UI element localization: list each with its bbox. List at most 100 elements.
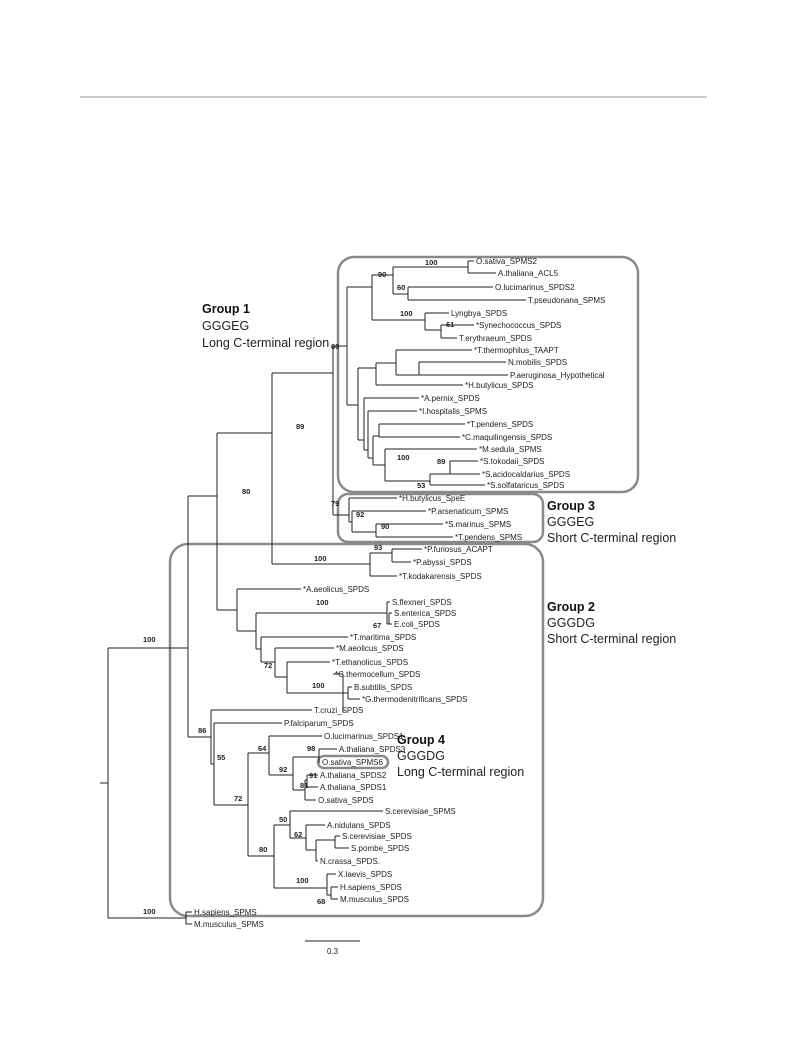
bootstrap-value: 90 xyxy=(378,270,386,279)
bootstrap-value: 100 xyxy=(314,554,327,563)
bootstrap-value: 55 xyxy=(217,753,225,762)
bootstrap-value: 98 xyxy=(307,744,315,753)
group-region: Long C-terminal region xyxy=(397,765,524,779)
leaf-label: S.pombe_SPDS xyxy=(351,844,409,853)
bootstrap-value: 100 xyxy=(425,258,438,267)
bootstrap-value: 66 xyxy=(331,342,339,351)
leaf-label: *C.thermocellum_SPDS xyxy=(335,670,420,679)
group-1-label: Group 1 GGGEG Long C-terminal region xyxy=(202,302,329,350)
group-region: Short C-terminal region xyxy=(547,531,676,545)
leaf-label: *T.pendens_SPMS xyxy=(455,533,522,542)
bootstrap-value: 80 xyxy=(259,845,267,854)
leaf-label: P.aeruginosa_Hypothetical xyxy=(510,371,605,380)
bootstrap-value: 72 xyxy=(264,661,272,670)
bootstrap-value: 92 xyxy=(279,765,287,774)
leaf-label: H.sapiens_SPDS xyxy=(340,883,402,892)
group-title: Group 4 xyxy=(397,733,445,747)
group-1-box xyxy=(336,255,640,494)
leaf-label: *T.maritima_SPDS xyxy=(350,633,416,642)
group-region: Short C-terminal region xyxy=(547,632,676,646)
scale-bar-label: 0.3 xyxy=(327,947,339,956)
group-3-box xyxy=(336,492,545,544)
bootstrap-value: 64 xyxy=(258,744,267,753)
leaf-label: O.sativa_SPDS xyxy=(318,796,374,805)
leaf-label: B.subtilis_SPDS xyxy=(354,683,412,692)
leaf-label: O.sativa_SPMS6 xyxy=(322,758,383,767)
group-motif: GGGDG xyxy=(397,749,445,763)
bootstrap-value: 100 xyxy=(143,907,156,916)
bootstrap-value: 91 xyxy=(309,771,317,780)
group-4-label: Group 4 GGGDG Long C-terminal region xyxy=(397,733,524,779)
leaf-label: *P.arsenaticum_SPMS xyxy=(428,507,508,516)
leaf-label: *M.sedula_SPMS xyxy=(479,445,542,454)
bootstrap-value: 100 xyxy=(296,876,309,885)
leaf-label: H.sapiens_SPMS xyxy=(194,908,257,917)
leaf-label: N.crassa_SPDS. xyxy=(320,857,380,866)
bootstrap-value: 92 xyxy=(356,510,364,519)
leaf-label: S.cerevisiae_SPDS xyxy=(342,832,412,841)
leaf-label: P.falciparum_SPDS xyxy=(284,719,354,728)
bootstrap-value: 89 xyxy=(437,457,445,466)
bootstrap-value: 60 xyxy=(397,283,405,292)
leaf-labels: O.sativa_SPMS2 A.thaliana_ACL5 O.lucimar… xyxy=(194,257,605,929)
group-title: Group 3 xyxy=(547,499,595,513)
leaf-label: A.nidulans_SPDS xyxy=(327,821,391,830)
leaf-label: *M.aeolicus_SPDS xyxy=(336,644,404,653)
bootstrap-value: 89 xyxy=(296,422,304,431)
leaf-label: *G.thermodenitrificans_SPDS xyxy=(362,695,467,704)
bootstrap-value: 100 xyxy=(143,635,156,644)
group-region: Long C-terminal region xyxy=(202,336,329,350)
leaf-label: T.erythraeum_SPDS xyxy=(459,334,532,343)
group-motif: GGGEG xyxy=(202,319,249,333)
bootstrap-value: 81 xyxy=(300,781,308,790)
leaf-label: X.laevis_SPDS xyxy=(338,870,392,879)
leaf-label: S.enterica_SPDS xyxy=(394,609,456,618)
o-sativa-spms6-highlight xyxy=(316,754,390,770)
bootstrap-value: 100 xyxy=(316,598,329,607)
bootstrap-value: 100 xyxy=(400,309,413,318)
leaf-label: *S.acidocaldarius_SPDS xyxy=(482,470,570,479)
leaf-label: O.lucimarinus_SPDS2 xyxy=(495,283,575,292)
leaf-label: *I.hospitalis_SPMS xyxy=(419,407,487,416)
bootstrap-values: 100 90 60 100 61 66 89 53 100 89 79 92 9… xyxy=(143,258,454,916)
bootstrap-value: 62 xyxy=(294,830,302,839)
leaf-label: *P.furiosus_ACAPT xyxy=(424,545,493,554)
group-motif: GGGEG xyxy=(547,515,594,529)
bootstrap-value: 100 xyxy=(312,681,325,690)
leaf-label: *H.butylicus_SPDS xyxy=(465,381,533,390)
tree-branches xyxy=(100,260,526,925)
bootstrap-value: 67 xyxy=(373,621,381,630)
leaf-label: *H.butylicus_SpeE xyxy=(399,494,465,503)
leaf-label: T.pseudonana_SPMS xyxy=(528,296,605,305)
leaf-label: A.thaliana_SPDS1 xyxy=(320,783,387,792)
bootstrap-value: 61 xyxy=(446,320,454,329)
bootstrap-value: 86 xyxy=(198,726,206,735)
leaf-label: S.cerevisiae_SPMS xyxy=(385,807,456,816)
leaf-label: A.thaliana_ACL5 xyxy=(498,269,559,278)
leaf-label: *S.tokodaii_SPDS xyxy=(480,457,544,466)
leaf-label: T.cruzi_SPDS xyxy=(314,706,363,715)
group-2-label: Group 2 GGGDG Short C-terminal region xyxy=(547,600,676,646)
leaf-label: Lyngbya_SPDS xyxy=(451,309,507,318)
bootstrap-value: 68 xyxy=(317,897,325,906)
group-title: Group 2 xyxy=(547,600,595,614)
leaf-label: *Synechococcus_SPDS xyxy=(476,321,561,330)
leaf-label: N.mobilis_SPDS xyxy=(508,358,567,367)
group-3-label: Group 3 GGGEG Short C-terminal region xyxy=(547,499,676,545)
leaf-label: E.coli_SPDS xyxy=(394,620,440,629)
bootstrap-value: 72 xyxy=(234,794,242,803)
bootstrap-value: 100 xyxy=(397,453,410,462)
leaf-label: A.thaliana_SPDS2 xyxy=(320,771,387,780)
leaf-label: *S.solfataricus_SPDS xyxy=(487,481,564,490)
bootstrap-value: 90 xyxy=(381,522,389,531)
leaf-label: *T.kodakarensis_SPDS xyxy=(399,572,482,581)
group-title: Group 1 xyxy=(202,302,250,316)
bootstrap-value: 50 xyxy=(279,815,287,824)
leaf-label: O.lucimarinus_SPDS1 xyxy=(324,732,404,741)
bootstrap-value: 93 xyxy=(374,543,382,552)
leaf-label: *T.ethanolicus_SPDS xyxy=(332,658,408,667)
leaf-label: *S.marinus_SPMS xyxy=(445,520,511,529)
bootstrap-value: 53 xyxy=(417,481,425,490)
leaf-label: *C.maquilingensis_SPDS xyxy=(462,433,552,442)
leaf-label: M.musculus_SPDS xyxy=(340,895,409,904)
